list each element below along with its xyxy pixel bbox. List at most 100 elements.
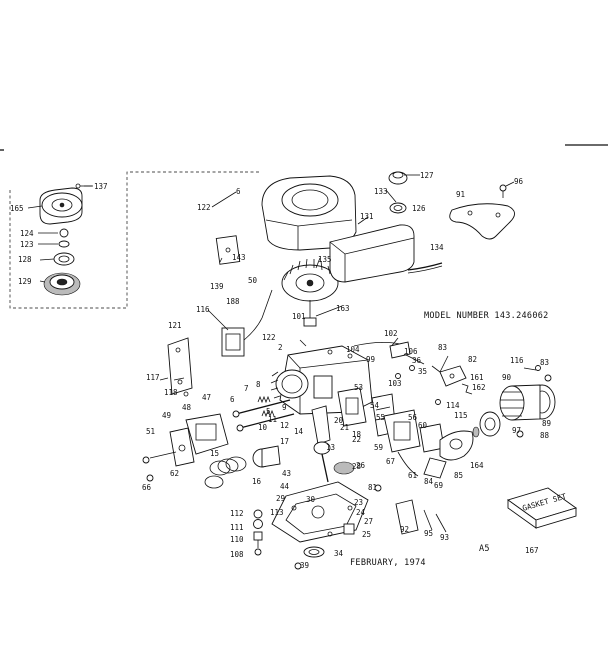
part-label: 26 xyxy=(356,461,366,470)
piston-rings xyxy=(204,445,281,489)
part-label: 15 xyxy=(210,449,219,458)
part-label: 131 xyxy=(360,212,374,221)
part-label: 129 xyxy=(18,277,32,286)
part-label: 35 xyxy=(418,367,427,376)
part-label: 164 xyxy=(470,461,484,470)
blower-housing xyxy=(215,175,357,265)
part-label: 128 xyxy=(18,255,32,264)
part-label: 50 xyxy=(248,276,258,285)
part-label: 30 xyxy=(306,495,316,504)
reed-valve-assembly xyxy=(383,409,445,477)
part-label: 54 xyxy=(370,401,380,410)
part-label: 67 xyxy=(386,457,395,466)
part-label: 97 xyxy=(512,426,521,435)
part-label: 51 xyxy=(146,427,155,436)
part-label: 12 xyxy=(280,421,289,430)
part-label: 49 xyxy=(162,411,171,420)
part-label: 133 xyxy=(374,187,388,196)
part-label: 90 xyxy=(502,373,512,382)
part-label: 28 xyxy=(352,462,362,471)
exhaust-manifold xyxy=(423,430,474,479)
part-label: 11 xyxy=(268,415,277,424)
part-label: 39 xyxy=(300,561,309,570)
part-label: 127 xyxy=(420,171,434,180)
sheet-code: A5 xyxy=(479,544,490,554)
part-label: 43 xyxy=(282,469,291,478)
gasket-set-part-number: 167 xyxy=(525,546,539,555)
part-label: 2 xyxy=(278,343,283,352)
part-label: 116 xyxy=(510,356,524,365)
part-label: 95 xyxy=(424,529,433,538)
part-label: 85 xyxy=(454,471,463,480)
part-label: 122 xyxy=(197,203,211,212)
part-label: 139 xyxy=(210,282,224,291)
part-label: 117 xyxy=(146,373,160,382)
part-label: 16 xyxy=(252,477,262,486)
part-label: 111 xyxy=(230,523,244,532)
part-label: 106 xyxy=(404,347,418,356)
part-label: 61 xyxy=(408,471,417,480)
part-label: 116 xyxy=(196,305,210,314)
part-label: 110 xyxy=(230,535,244,544)
ignition-coil xyxy=(221,289,273,357)
fuel-tank xyxy=(329,171,443,283)
part-label: 92 xyxy=(400,525,409,534)
part-label: 59 xyxy=(374,443,383,452)
part-label: 82 xyxy=(468,355,477,364)
part-label: 124 xyxy=(20,229,34,238)
part-label: 161 xyxy=(470,373,484,382)
part-label: 96 xyxy=(514,177,524,186)
part-label: 34 xyxy=(334,549,344,558)
part-label: 122 xyxy=(262,333,276,342)
part-label: 83 xyxy=(540,358,549,367)
part-label: 8 xyxy=(256,380,261,389)
part-label: 9 xyxy=(282,403,287,412)
part-label: 69 xyxy=(434,481,443,490)
part-label: 165 xyxy=(10,204,24,213)
part-label: 89 xyxy=(542,419,551,428)
part-label: 108 xyxy=(230,550,244,559)
flywheel xyxy=(281,258,339,327)
part-label: 36 xyxy=(412,356,422,365)
model-number: MODEL NUMBER 143.246062 xyxy=(424,311,549,321)
part-label: 55 xyxy=(376,413,385,422)
part-label: 27 xyxy=(364,517,373,526)
part-label: 56 xyxy=(408,413,418,422)
part-label: 123 xyxy=(20,240,34,249)
part-label: 47 xyxy=(202,393,211,402)
part-label: 10 xyxy=(258,423,268,432)
starter-group-outline xyxy=(9,171,260,309)
throttle-linkage xyxy=(353,337,425,379)
mounting-bracket xyxy=(374,484,447,535)
part-label: 84 xyxy=(424,477,434,486)
part-label: 118 xyxy=(164,388,178,397)
part-label: 24 xyxy=(356,508,366,517)
part-label: 5 xyxy=(266,407,271,416)
recoil-starter xyxy=(39,183,92,296)
part-label: 115 xyxy=(454,411,468,420)
part-label: 44 xyxy=(280,482,290,491)
part-label: 83 xyxy=(438,343,447,352)
part-label: 162 xyxy=(472,383,486,392)
part-label: 99 xyxy=(366,355,375,364)
part-label: 163 xyxy=(336,304,350,313)
part-label: 103 xyxy=(388,379,402,388)
part-label: 135 xyxy=(318,255,332,264)
muffler xyxy=(472,374,556,438)
part-label: 29 xyxy=(276,494,285,503)
shield-bracket xyxy=(449,184,515,240)
part-label: 53 xyxy=(354,383,363,392)
part-label: 102 xyxy=(384,329,398,338)
part-label: 114 xyxy=(446,401,460,410)
valve-train xyxy=(232,395,295,432)
part-label: 66 xyxy=(142,483,152,492)
crankshaft xyxy=(311,387,397,483)
part-label: 7 xyxy=(244,384,249,393)
part-label: 48 xyxy=(182,403,192,412)
part-label: 121 xyxy=(168,321,182,330)
revision-date: FEBRUARY, 1974 xyxy=(350,558,426,568)
part-label: 21 xyxy=(340,423,349,432)
part-label: 62 xyxy=(170,469,179,478)
part-label: 60 xyxy=(418,421,428,430)
